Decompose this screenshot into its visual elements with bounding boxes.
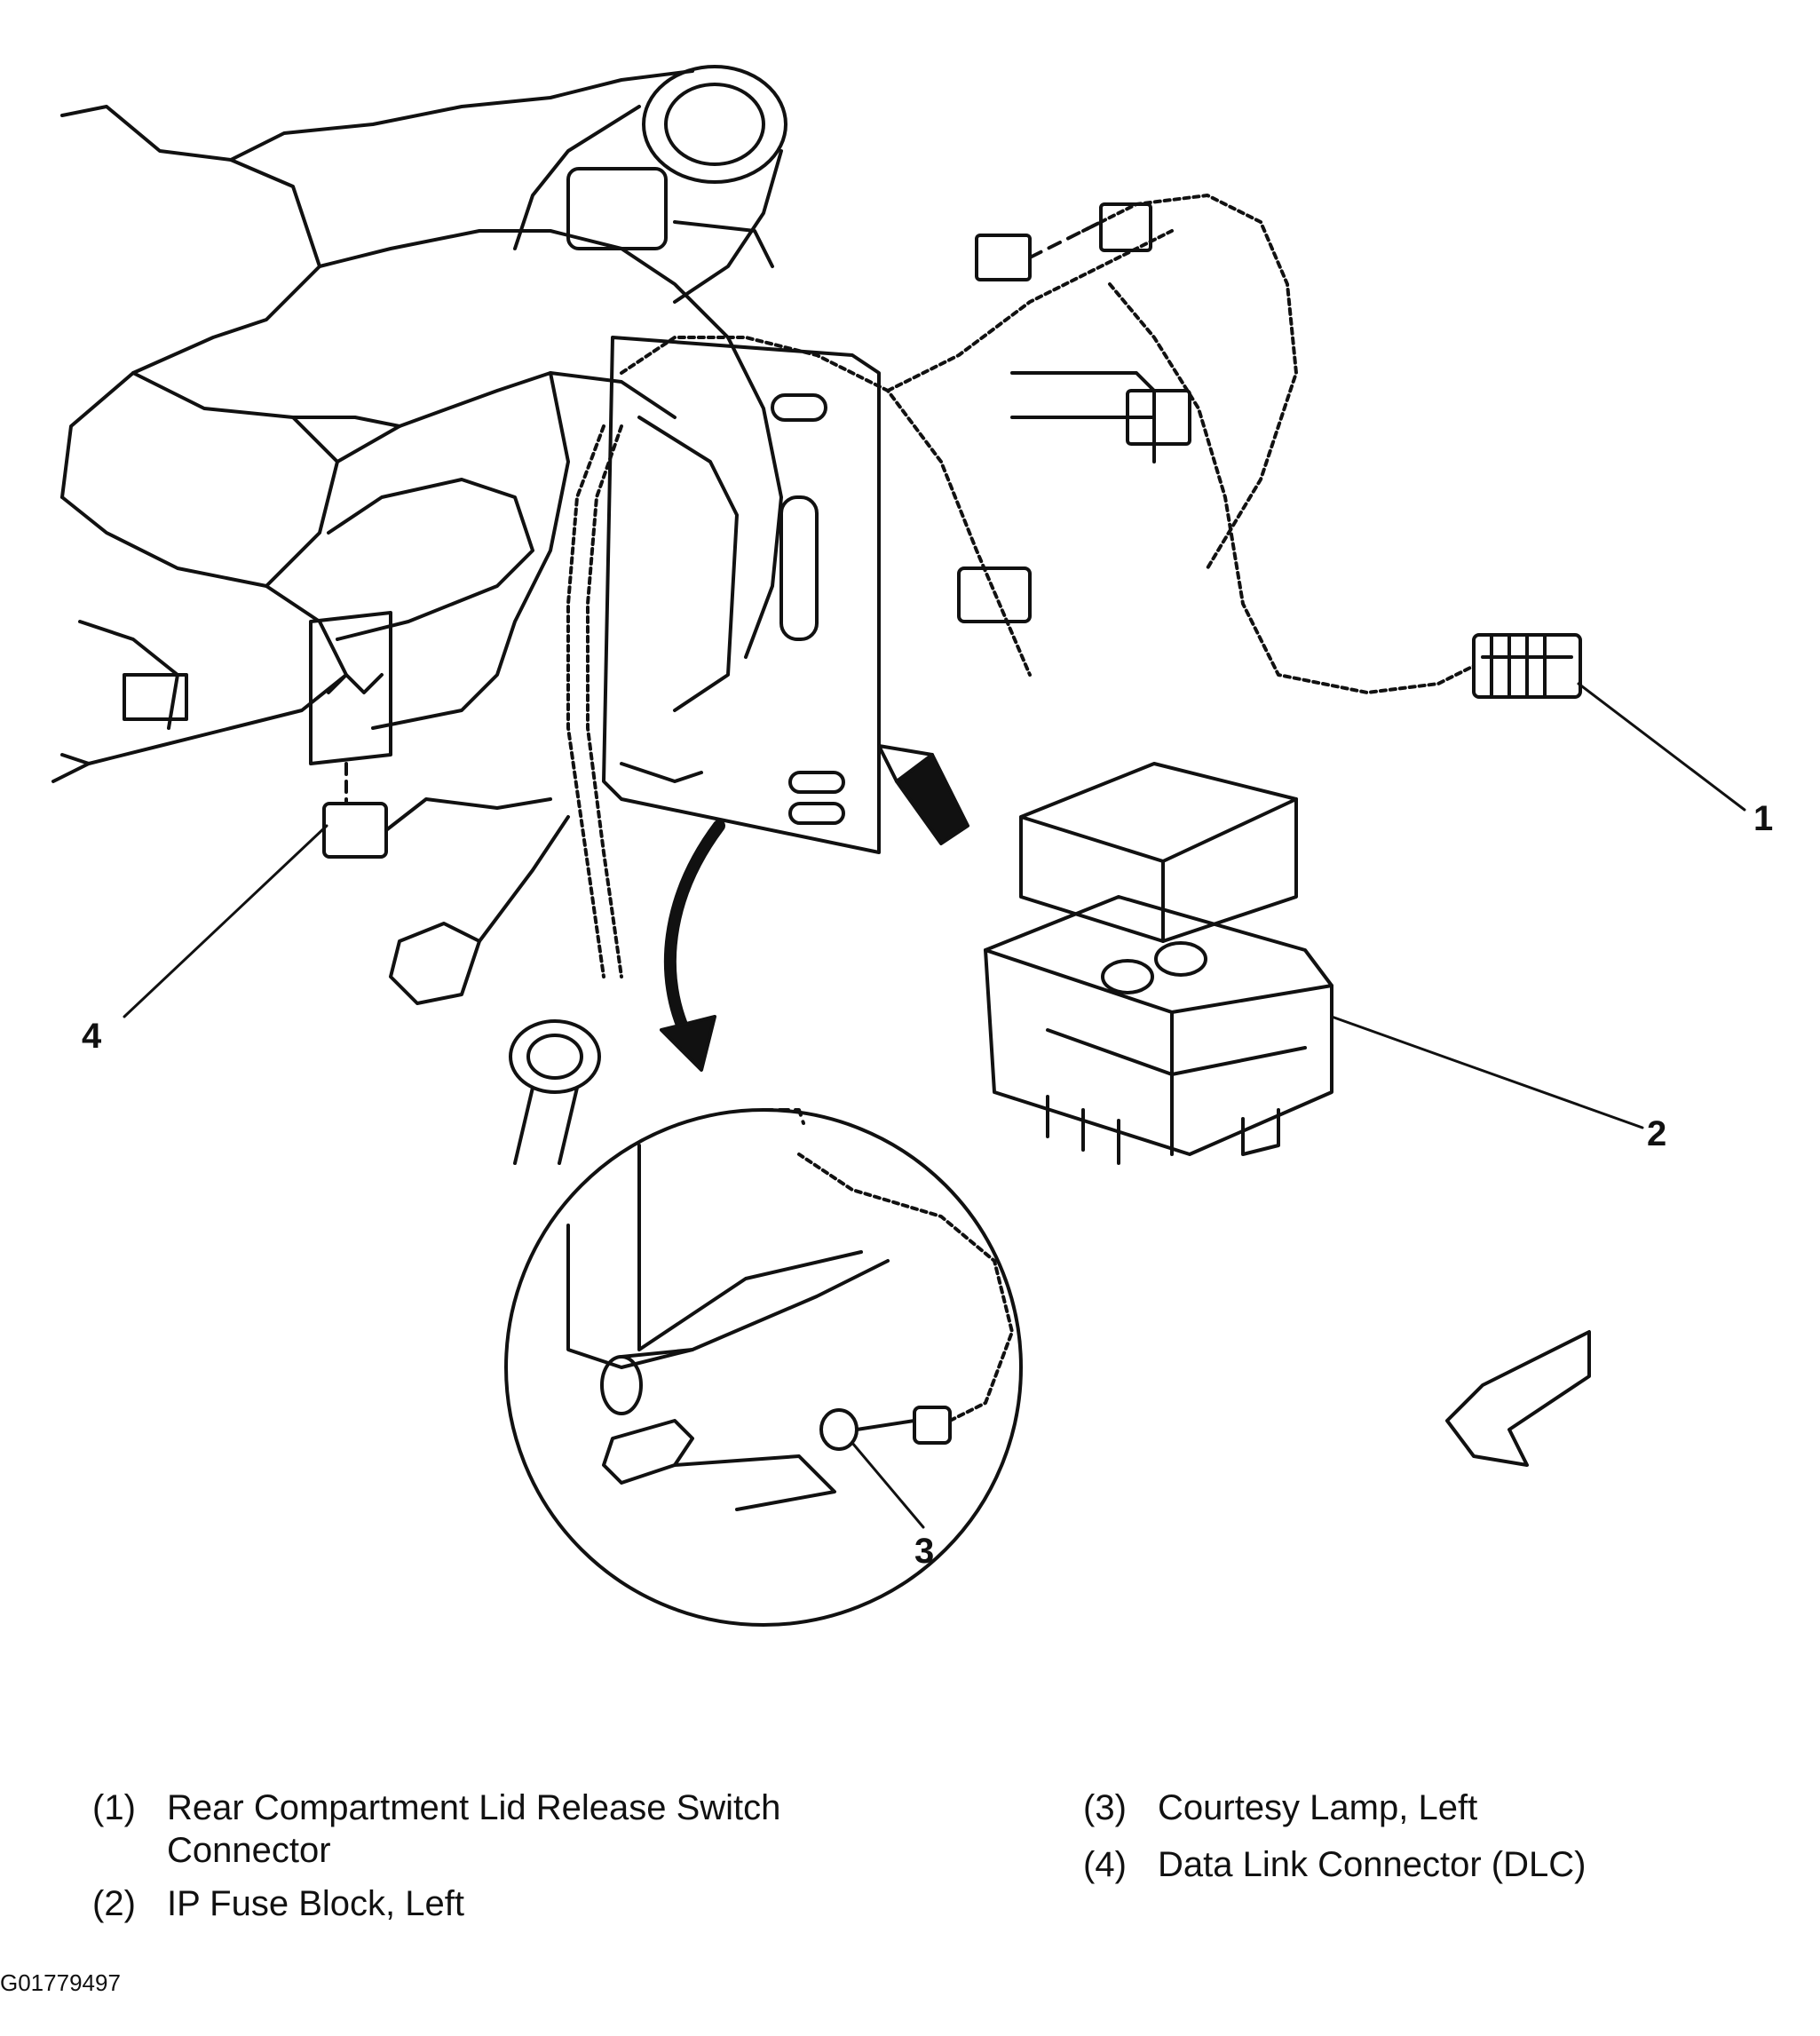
wiring-diagram: 1 2 3 4	[51, 65, 1773, 1627]
legend-number: (3)	[1083, 1788, 1127, 1827]
steering-column	[513, 65, 787, 304]
mounting-bracket	[602, 336, 881, 854]
legend-label: Data Link Connector (DLC)	[1158, 1845, 1587, 1884]
legend-label: Rear Compartment Lid Release Switch	[167, 1788, 781, 1827]
ip-fuse-block	[984, 762, 1333, 1165]
detail-circle	[504, 1108, 1023, 1627]
callout-2: 2	[1647, 1114, 1666, 1153]
connector-1	[1472, 633, 1582, 699]
legend-number: (4)	[1083, 1845, 1127, 1884]
leader-lines	[123, 682, 1746, 1529]
data-link-connector	[309, 611, 570, 1005]
figure-id: G01779497	[0, 1969, 121, 1996]
grommet	[509, 1019, 601, 1165]
instrument-panel-frame	[51, 69, 783, 783]
upper-connectors	[957, 202, 1191, 623]
direction-arrows	[660, 744, 1591, 1467]
callout-1: 1	[1753, 799, 1773, 838]
callout-4: 4	[82, 1017, 102, 1056]
legend-label-continued: Connector	[167, 1831, 331, 1870]
wiring-harness	[566, 194, 1476, 978]
legend-number: (1)	[92, 1788, 136, 1827]
legend-label: Courtesy Lamp, Left	[1158, 1788, 1478, 1827]
callout-3: 3	[914, 1532, 934, 1571]
legend-number: (2)	[92, 1884, 136, 1923]
legend-label: IP Fuse Block, Left	[167, 1884, 464, 1923]
